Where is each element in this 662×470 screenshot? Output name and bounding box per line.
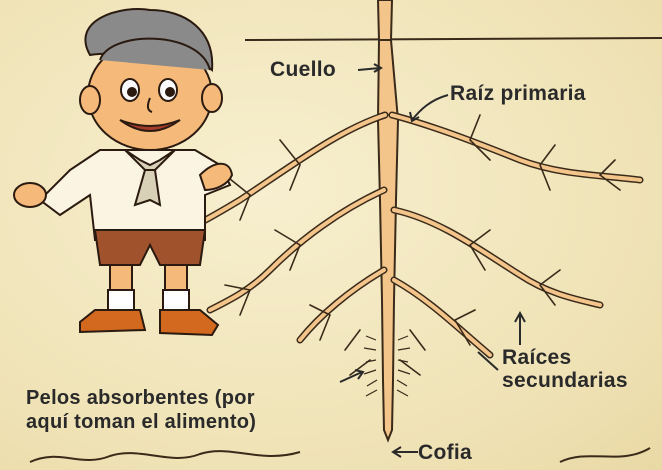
- label-raices-secundarias: Raíces secundarias: [502, 346, 662, 392]
- stem: [376, 0, 394, 41]
- label-secundarias-line2: secundarias: [502, 369, 628, 392]
- primary-root: [376, 39, 400, 443]
- label-raices-line1: Raíces: [502, 346, 572, 369]
- boy-illustration: [13, 8, 234, 337]
- label-cofia: Cofia: [418, 441, 472, 464]
- raiz-arrow: [411, 94, 449, 121]
- soil-line: [244, 37, 662, 41]
- cuello-arrow: [357, 67, 381, 71]
- label-pelos-line2: aquí toman el alimento): [26, 411, 257, 433]
- label-raiz-primaria: Raíz primaria: [450, 82, 586, 105]
- bottom-decoration: [29, 447, 651, 463]
- secundarias-arrow-2: [477, 351, 499, 371]
- label-pelos-line1: Pelos absorbentes (por: [26, 387, 255, 409]
- label-pelos-absorbentes: Pelos absorbentes (por aquí toman el ali…: [26, 386, 356, 434]
- pelos-arrow: [339, 371, 363, 383]
- label-cuello: Cuello: [270, 58, 336, 81]
